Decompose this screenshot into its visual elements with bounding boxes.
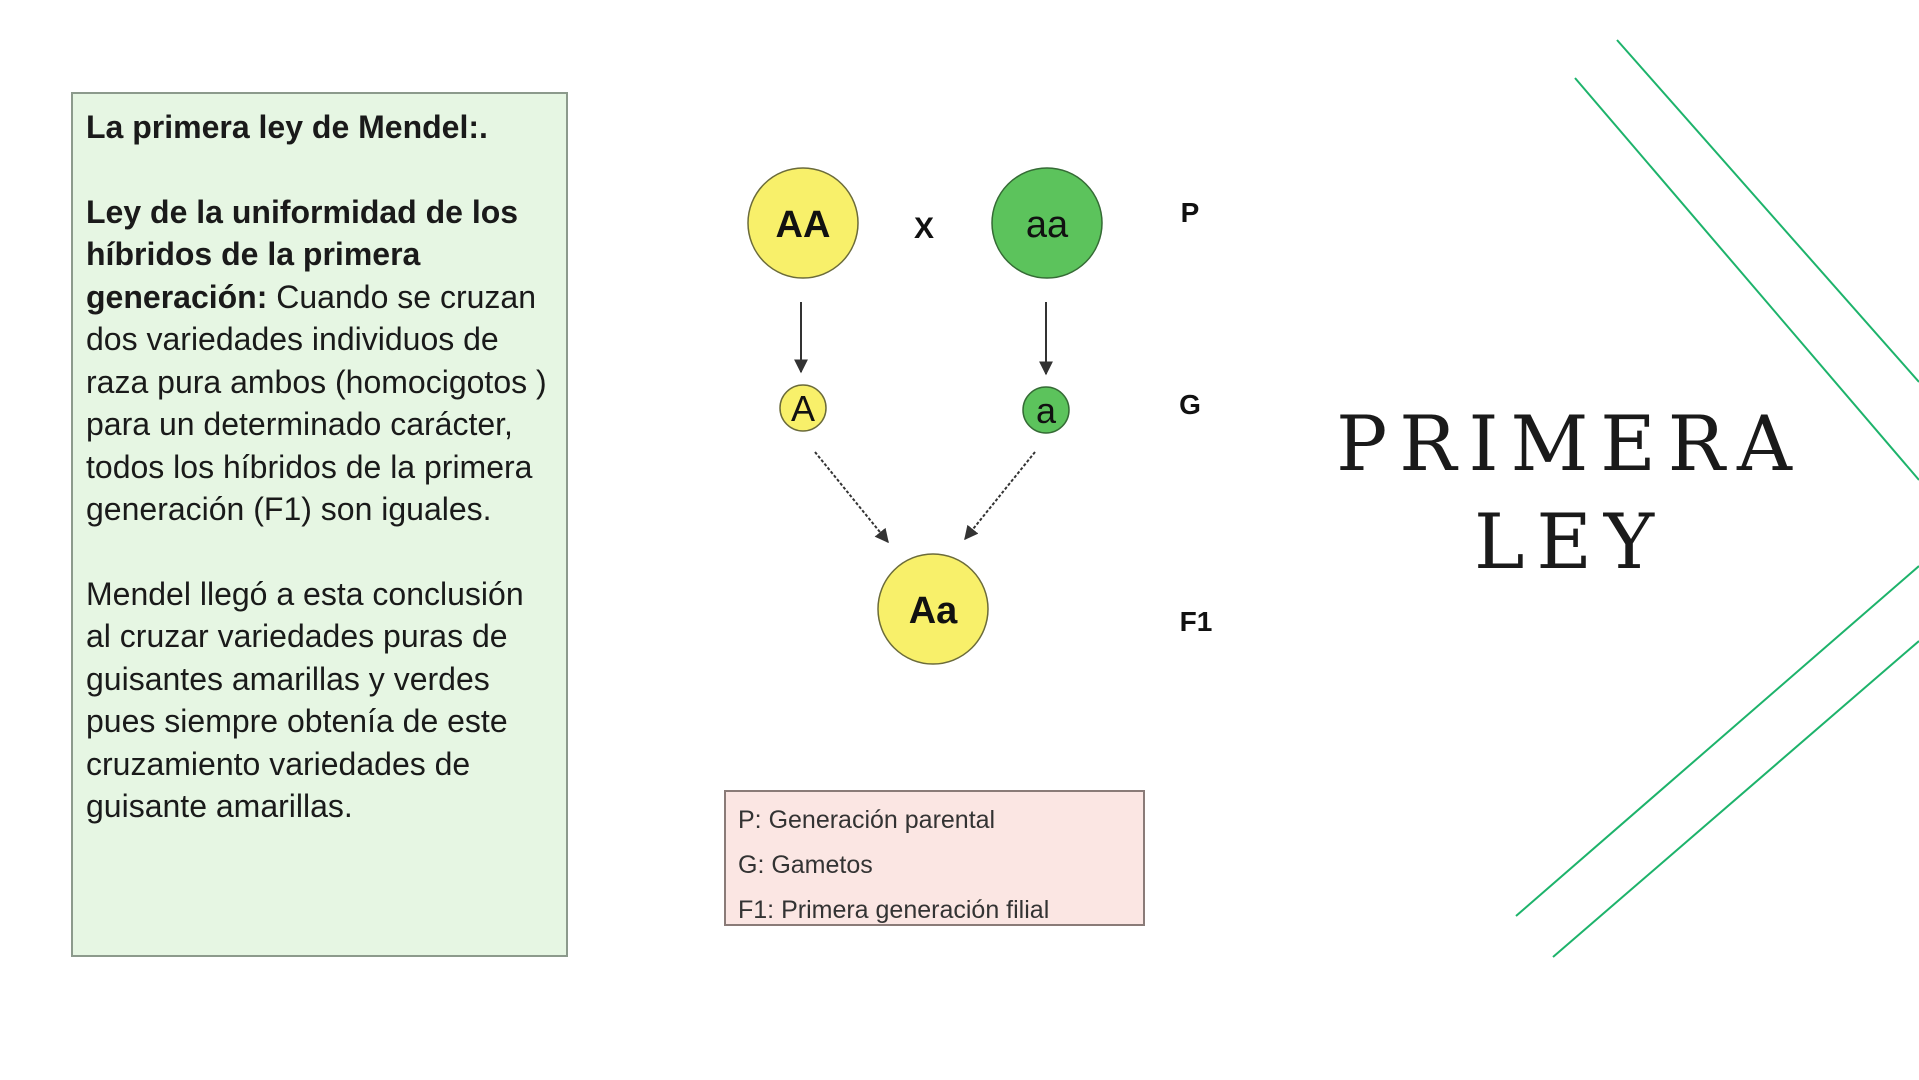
mendel-law-text-box: La primera ley de Mendel:. Ley de la uni… <box>71 92 568 957</box>
conclusion-paragraph: Mendel llegó a esta conclusión al cruzar… <box>86 575 524 825</box>
legend-item-p: P: Generación parental <box>738 806 996 834</box>
gamete2-label: a <box>1036 390 1057 431</box>
offspring-circle <box>877 553 989 665</box>
parent1-label: AA <box>776 204 831 246</box>
deco-line-2 <box>1574 77 1919 481</box>
text-heading: La primera ley de Mendel:. <box>86 109 488 145</box>
row-label-f1: F1 <box>1180 606 1213 637</box>
deco-line-3 <box>1515 565 1919 917</box>
title-line-2: LEY <box>1473 497 1667 586</box>
row-label-p: P <box>1181 197 1200 228</box>
diagram-legend: P: Generación parental G: Gametos F1: Pr… <box>724 790 1145 926</box>
deco-line-1 <box>1616 39 1919 383</box>
gamete1-label: A <box>791 388 815 429</box>
offspring-label: Aa <box>909 590 958 632</box>
cross-symbol: X <box>914 212 934 245</box>
title-line-1: PRIMERA <box>1336 399 1804 488</box>
arrow-gamete1-offspring <box>814 451 889 544</box>
gamete2-circle <box>1022 386 1070 434</box>
deco-line-4 <box>1552 640 1919 958</box>
law-body: Cuando se cruzan dos variedades individu… <box>86 278 547 528</box>
parent1-circle <box>747 167 859 279</box>
parent2-circle <box>991 167 1103 279</box>
legend-item-f1: F1: Primera generación filial <box>738 896 1050 924</box>
slide-title: PRIMERA LEY <box>1330 395 1810 591</box>
arrow-gamete2-offspring <box>964 451 1036 541</box>
row-label-g: G <box>1179 389 1201 420</box>
gamete1-circle <box>779 384 827 432</box>
legend-item-g: G: Gametos <box>738 851 873 879</box>
law-title: Ley de la uniformidad de los híbridos de… <box>86 193 519 315</box>
parent2-label: aa <box>1026 204 1069 246</box>
law-paragraph: Ley de la uniformidad de los híbridos de… <box>86 191 554 531</box>
